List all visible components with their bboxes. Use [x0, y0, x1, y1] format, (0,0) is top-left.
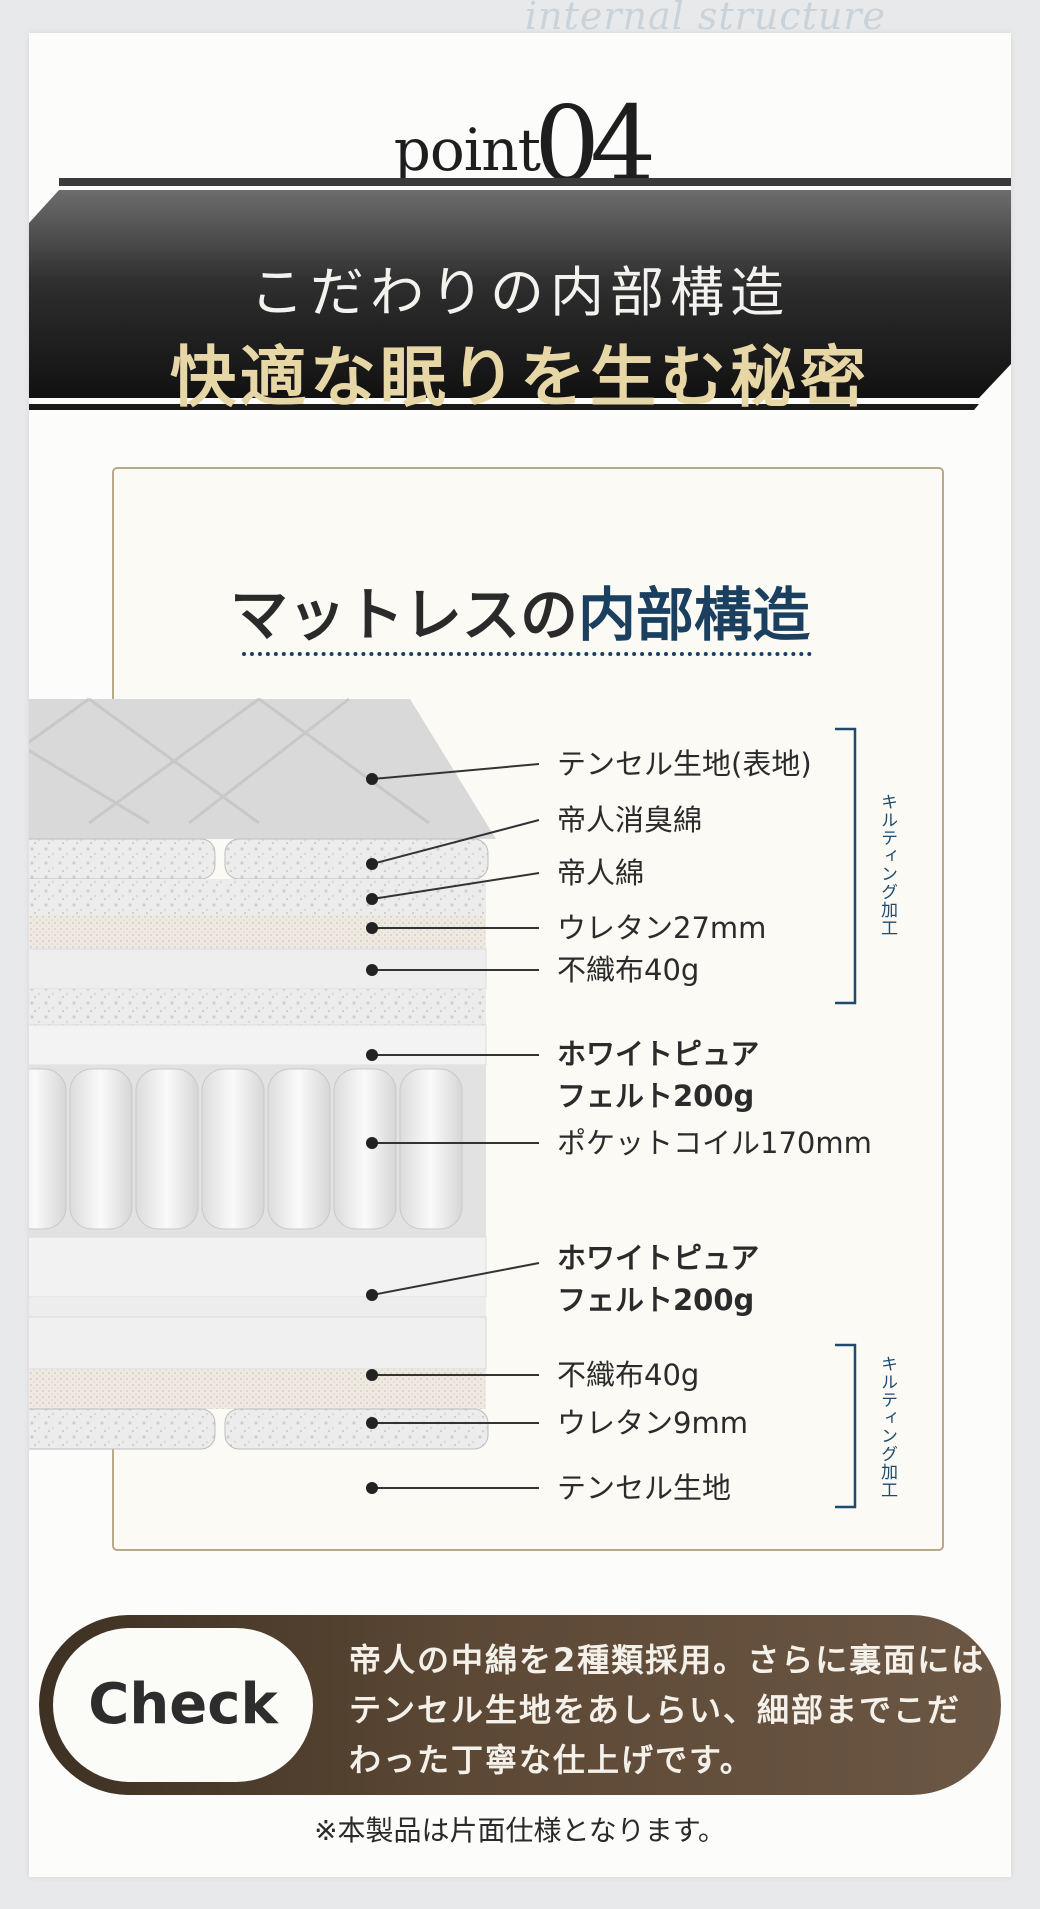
panel-title-main: マットレスの: [229, 581, 578, 649]
banner-background: [29, 178, 1011, 410]
layer-label-nonwoven-top: 不織布40g: [557, 953, 700, 987]
layer-label-bottom-fabric: テンセル生地: [557, 1471, 732, 1505]
title-banner: こだわりの内部構造 快適な眠りを生む秘密: [29, 178, 1011, 416]
layer-label-felt-bottom: フェルト200g: [557, 1283, 755, 1317]
quilting-label-bottom: キルティング加工: [877, 1355, 897, 1499]
layer-label-deodorant-cotton: 帝人消臭綿: [557, 803, 703, 837]
panel-title-accent: 内部構造: [578, 581, 811, 649]
layer-label-teijin-cotton: 帝人綿: [557, 856, 645, 890]
layer-label-nonwoven-bottom: 不織布40g: [557, 1358, 700, 1392]
layer-label-white-pure-bottom: ホワイトピュア: [557, 1241, 760, 1275]
dotted-underline: [242, 652, 812, 656]
check-badge-text: Check: [88, 1672, 278, 1737]
quilting-label-top: キルティング加工: [877, 793, 897, 937]
check-description: 帝人の中綿を2種類採用。さらに裏面にはテンセル生地をあしらい、細部までこだわった…: [349, 1641, 986, 1779]
footnote: ※本製品は片面仕様となります。: [314, 1814, 726, 1847]
layer-label-urethane-27: ウレタン27mm: [557, 911, 767, 945]
layer-label-felt-top: フェルト200g: [557, 1079, 755, 1113]
content-card: point04 こだわりの内部構造 快適な眠りを生む秘密 マットレスの内部構造: [29, 33, 1011, 1877]
panel-title: マットレスの内部構造: [29, 568, 1011, 652]
layer-label-white-pure-top: ホワイトピュア: [557, 1037, 760, 1071]
layer-label-top-fabric: テンセル生地(表地): [557, 747, 812, 781]
layer-label-urethane-9: ウレタン9mm: [557, 1406, 748, 1440]
check-badge: [53, 1628, 313, 1782]
banner-subtitle: こだわりの内部構造: [250, 261, 790, 324]
point-word: point: [393, 116, 541, 184]
layer-label-pocket-coil: ポケットコイル170mm: [557, 1126, 872, 1160]
watermark-text: internal structure: [525, 0, 887, 38]
check-box: Check 帝人の中綿を2種類採用。さらに裏面にはテンセル生地をあしらい、細部ま…: [39, 1615, 1001, 1795]
banner-title: 快適な眠りを生む秘密: [170, 338, 870, 416]
